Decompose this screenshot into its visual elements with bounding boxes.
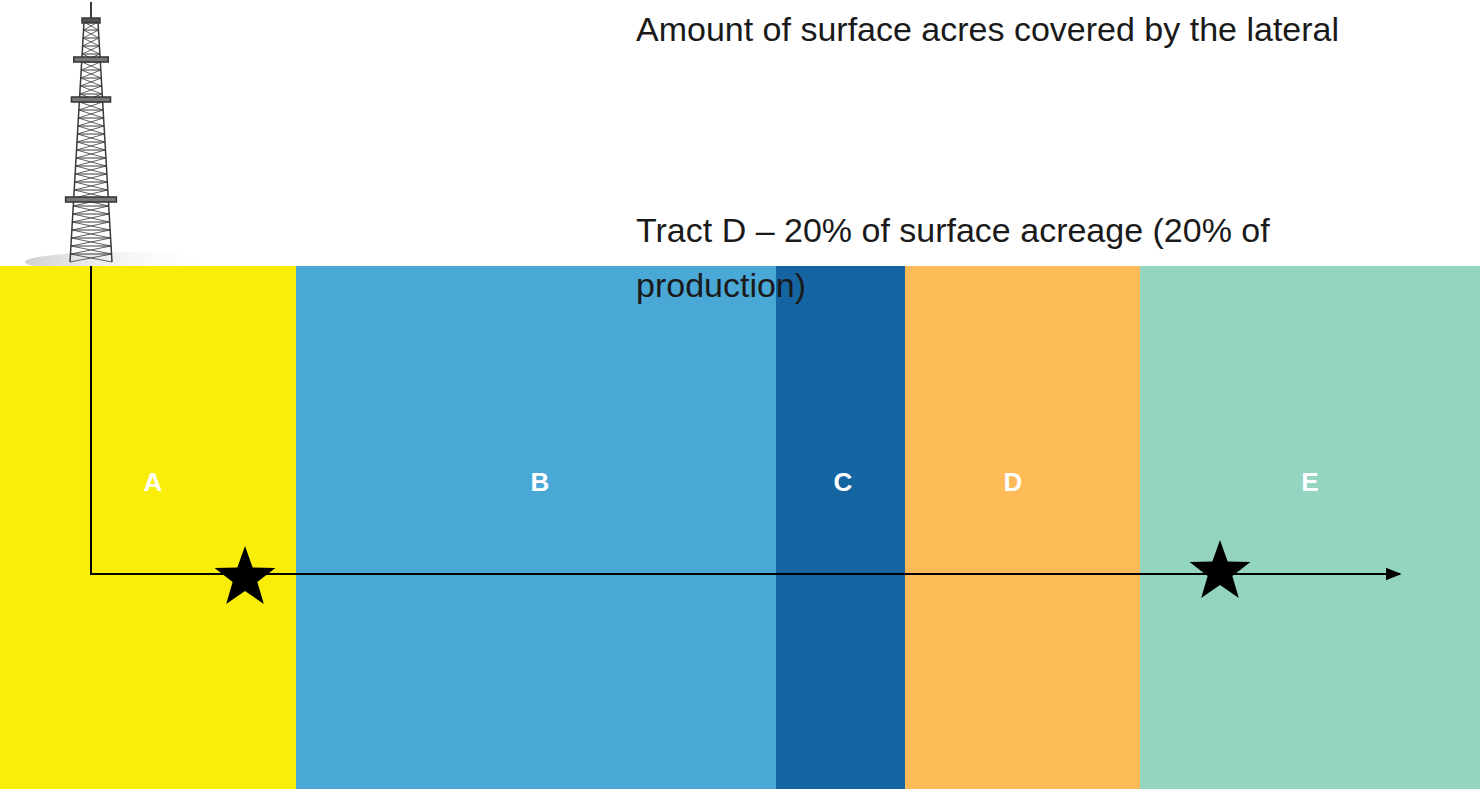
tract-letter: A	[144, 467, 163, 497]
note-text: Amount of surface acres covered by the l…	[636, 2, 1476, 57]
tract-letter: D	[1004, 467, 1023, 497]
note-text: Tract D – 20% of surface acreage (20% of…	[636, 203, 1426, 313]
tract-letter: E	[1301, 467, 1318, 497]
tract-letter: B	[531, 467, 550, 497]
perforation-star	[215, 546, 276, 604]
tract-band: A	[0, 266, 296, 789]
tract-band: B	[296, 266, 776, 789]
tract-band: E	[1140, 266, 1480, 789]
tract-letter: C	[834, 467, 853, 497]
perforation-star	[1190, 540, 1251, 598]
wellbore-lateral	[91, 266, 1400, 574]
tract-band: C	[776, 266, 905, 789]
drilling-derrick	[0, 0, 200, 280]
tract-band: D	[905, 266, 1140, 789]
